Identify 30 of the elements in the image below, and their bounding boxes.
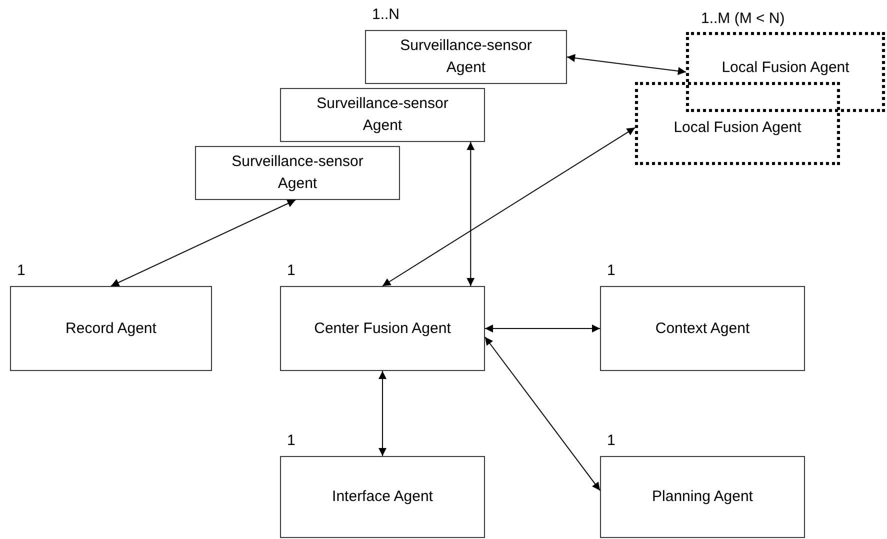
agent-label: Surveillance-sensor xyxy=(400,36,532,56)
agent-label: Local Fusion Agent xyxy=(674,118,802,138)
double-arrow xyxy=(566,54,686,75)
agent-label: Local Fusion Agent xyxy=(722,58,850,78)
agent-label: Surveillance-sensor xyxy=(232,152,364,172)
double-arrow xyxy=(382,127,636,286)
agent-label: Agent xyxy=(446,58,486,78)
multiplicity-label: 1 xyxy=(607,261,616,281)
agent-label: Surveillance-sensor xyxy=(316,94,448,114)
multiplicity-label: 1 xyxy=(607,431,616,451)
multiplicity-label: 1 xyxy=(287,431,296,451)
agent-box xyxy=(195,146,400,200)
multiplicity-label: 1..N xyxy=(372,5,400,25)
agent-label: Record Agent xyxy=(66,318,156,338)
agent-label: Agent xyxy=(362,116,402,136)
double-arrow xyxy=(484,324,600,332)
double-arrow xyxy=(484,336,600,491)
multiplicity-label: 1 xyxy=(17,261,26,281)
double-arrow xyxy=(466,142,475,286)
agent-box xyxy=(280,88,485,142)
agent-label: Interface Agent xyxy=(332,487,433,507)
multiplicity-label: 1..M (M < N) xyxy=(701,9,785,29)
agent-label: Agent xyxy=(278,174,318,194)
agent-label: Center Fusion Agent xyxy=(314,318,451,338)
double-arrow xyxy=(378,370,386,456)
multiplicity-label: 1 xyxy=(287,261,296,281)
double-arrow xyxy=(110,200,296,286)
agent-label: Context Agent xyxy=(655,318,750,338)
agent-label: Planning Agent xyxy=(652,487,753,507)
agent-box xyxy=(635,82,840,165)
